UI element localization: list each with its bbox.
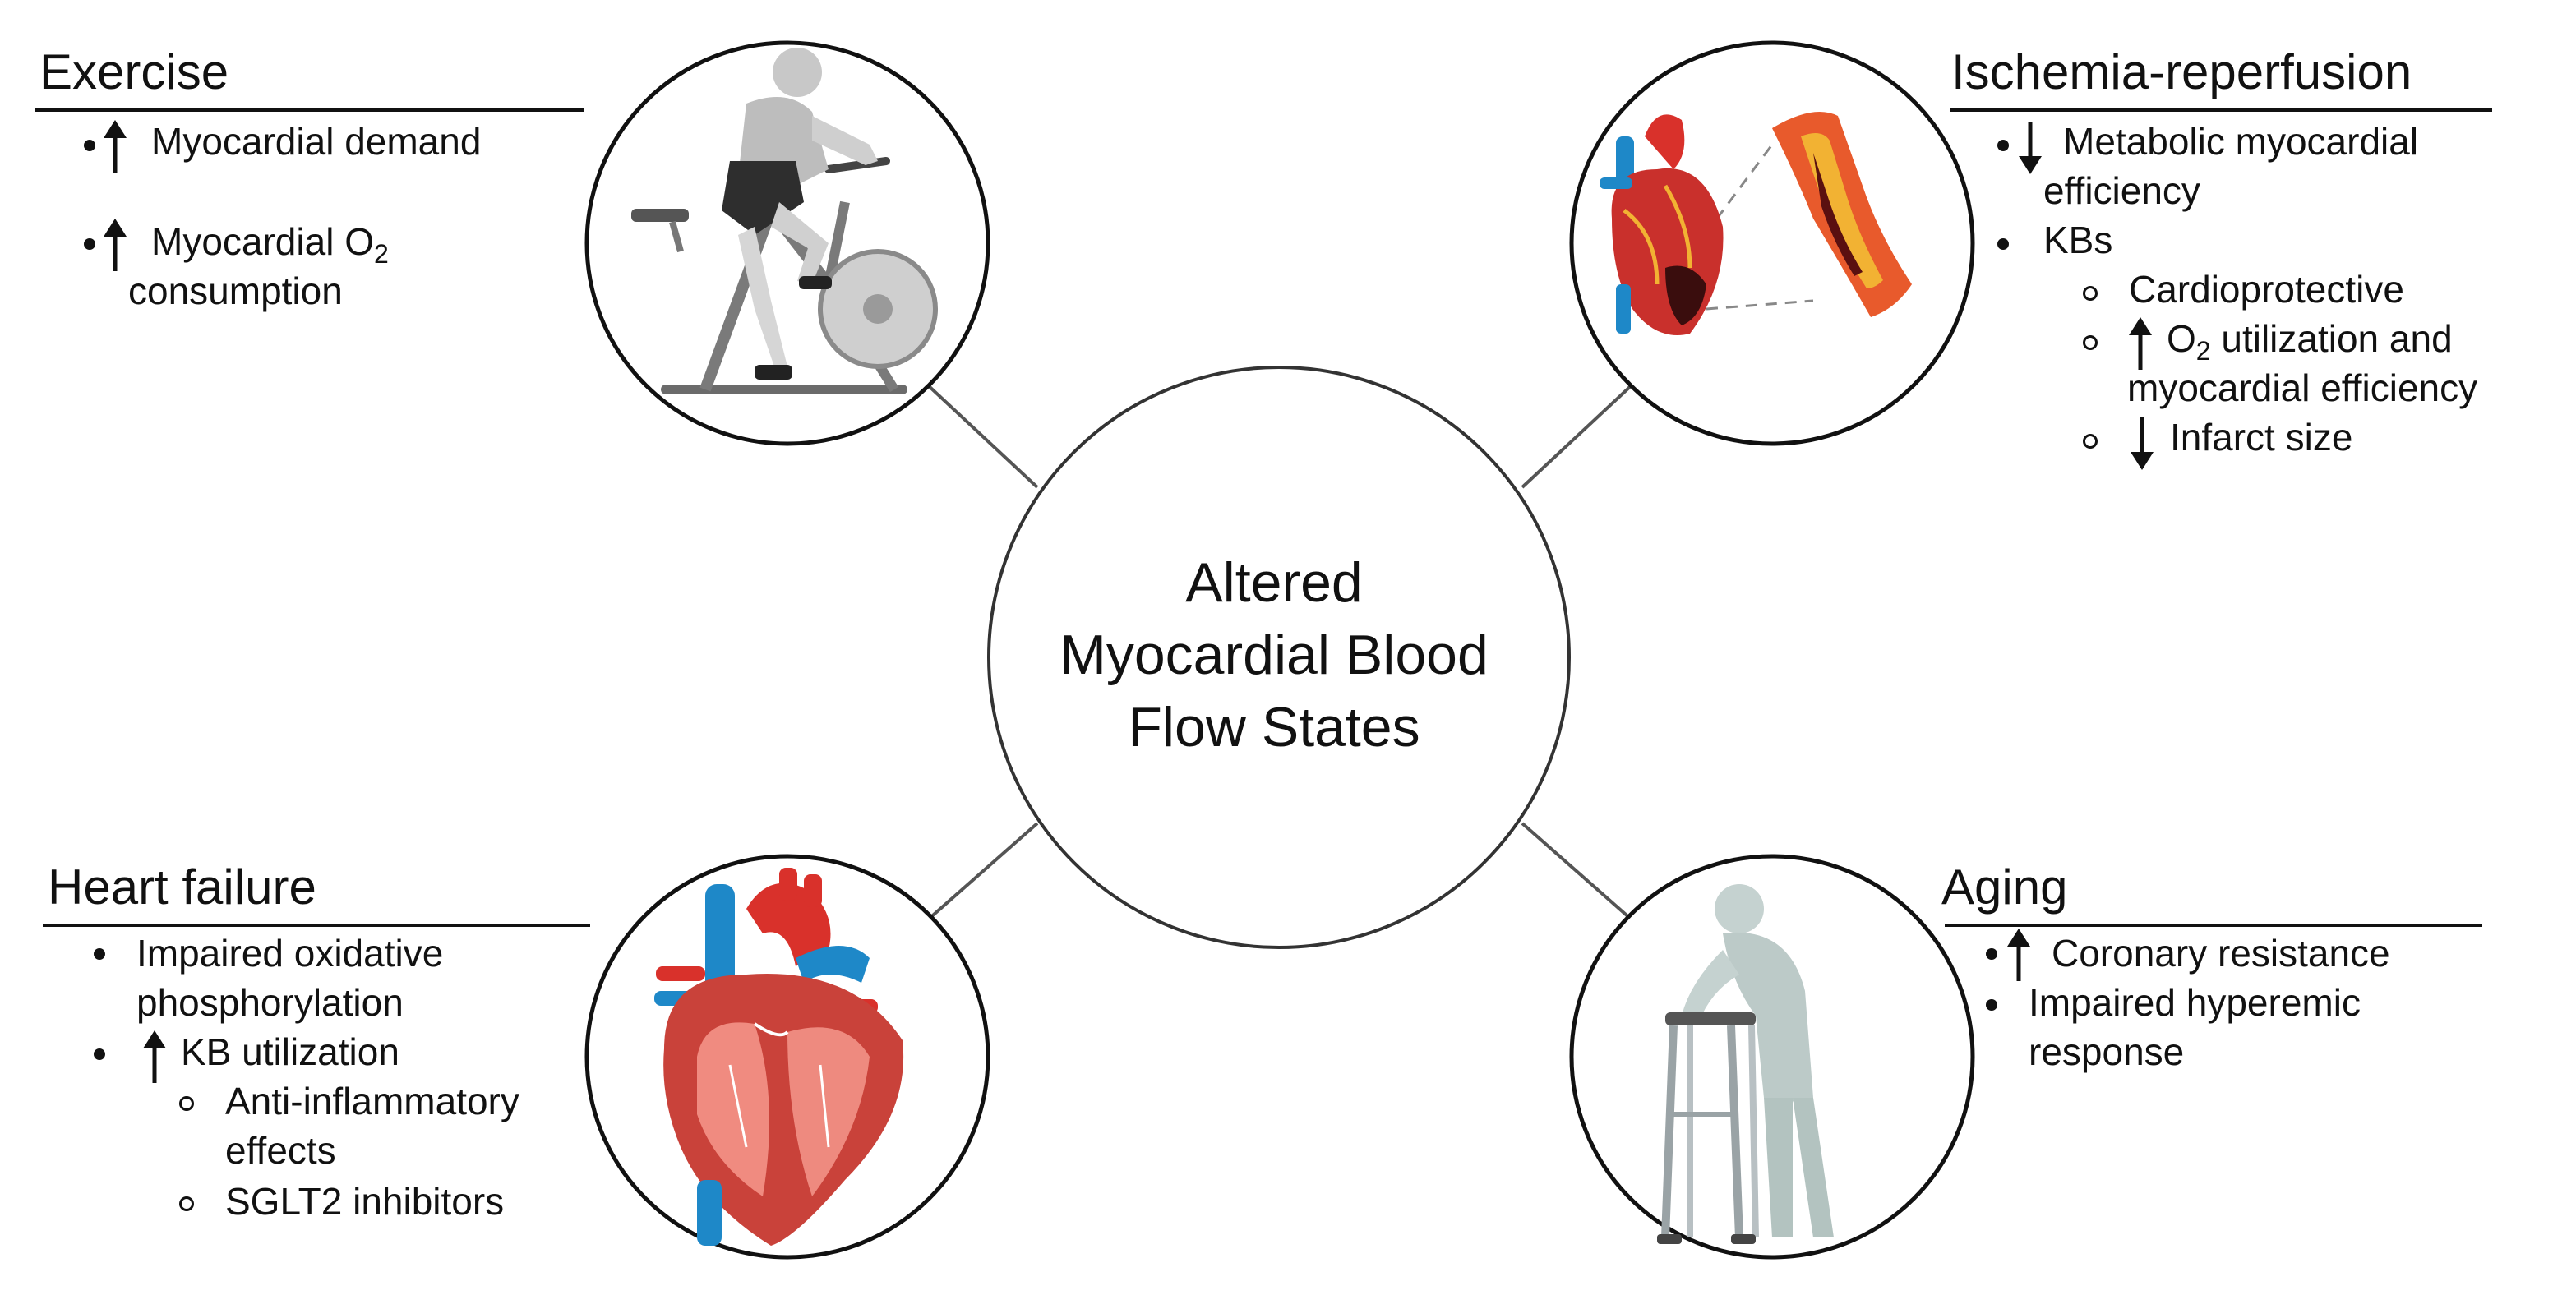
heart-failure-item-1: Impaired oxidative: [136, 932, 444, 975]
bullet: [94, 1048, 105, 1060]
center-circle: [987, 366, 1571, 949]
heart-anatomy-icon: [584, 854, 990, 1260]
elderly-walker-icon: [1569, 854, 1975, 1260]
center-title-line1: Altered: [1185, 551, 1363, 614]
exercise-heading: Exercise: [39, 44, 229, 99]
arrow-up-icon: [104, 219, 127, 271]
bullet: [1986, 999, 1997, 1011]
heart-failure-divider: [43, 924, 590, 927]
center-title: Altered Myocardial Blood Flow States: [986, 546, 1562, 763]
exercise-bike-icon: [584, 40, 990, 446]
ischemia-divider: [1950, 108, 2492, 112]
arrow-down-icon: [2019, 122, 2042, 174]
ischemia-item-2: KBs: [2043, 219, 2113, 261]
bullet: [84, 140, 95, 151]
aging-divider: [1945, 924, 2482, 927]
ischemia-sub-1: Cardioprotective: [2129, 268, 2404, 311]
arrow-down-icon: [2131, 417, 2154, 470]
sub-bullet: [179, 1196, 194, 1211]
subscript-2: 2: [2195, 336, 2211, 366]
ischemia-sub-3: Infarct size: [2170, 416, 2353, 459]
heart-failure-sub-2: SGLT2 inhibitors: [225, 1180, 505, 1223]
ischemia-sub-2-rest: utilization and: [2210, 317, 2453, 360]
bullet: [1997, 238, 2009, 250]
ischemia-sub-2: O2 utilization and: [2167, 314, 2453, 376]
arrow-up-icon: [2129, 317, 2152, 370]
heart-failure-item-1-line2: phosphorylation: [136, 981, 404, 1024]
sub-bullet: [2083, 286, 2098, 301]
heart-ischemia-icon: [1569, 40, 1975, 446]
sub-bullet: [2083, 434, 2098, 449]
center-title-line2: Myocardial Blood: [1059, 624, 1489, 686]
aging-heading: Aging: [1941, 859, 2068, 915]
exercise-divider: [35, 108, 584, 112]
ischemia-sub-2-o: O: [2167, 317, 2196, 360]
bullet: [1997, 140, 2009, 151]
heart-failure-sub-1-line2: effects: [225, 1129, 336, 1172]
exercise-item-2: Myocardial O2: [151, 217, 389, 279]
ischemia-heading: Ischemia-reperfusion: [1951, 44, 2412, 99]
ischemia-item-1: Metabolic myocardial: [2063, 120, 2419, 163]
bullet: [94, 948, 105, 960]
aging-item-2: Impaired hyperemic: [2029, 981, 2361, 1024]
ischemia-sub-2-line2: myocardial efficiency: [2127, 366, 2478, 409]
heart-failure-item-2: KB utilization: [181, 1030, 399, 1073]
bullet: [84, 238, 95, 250]
exercise-item-1: Myocardial demand: [151, 120, 482, 163]
ischemia-item-1-line2: efficiency: [2043, 169, 2200, 212]
bullet: [1986, 948, 1997, 960]
arrow-up-icon: [2007, 929, 2030, 981]
sub-bullet: [2083, 335, 2098, 350]
exercise-item-2-text: Myocardial O: [151, 220, 374, 263]
center-title-line3: Flow States: [1128, 696, 1420, 758]
exercise-item-2-line2: consumption: [128, 270, 343, 312]
aging-item-1: Coronary resistance: [2052, 932, 2390, 975]
arrow-up-icon: [143, 1030, 166, 1083]
heart-failure-heading: Heart failure: [48, 859, 316, 915]
arrow-up-icon: [104, 120, 127, 173]
subscript-2: 2: [373, 239, 389, 270]
aging-item-2-line2: response: [2029, 1030, 2185, 1073]
sub-bullet: [179, 1096, 194, 1111]
heart-failure-sub-1: Anti-inflammatory: [225, 1080, 519, 1122]
